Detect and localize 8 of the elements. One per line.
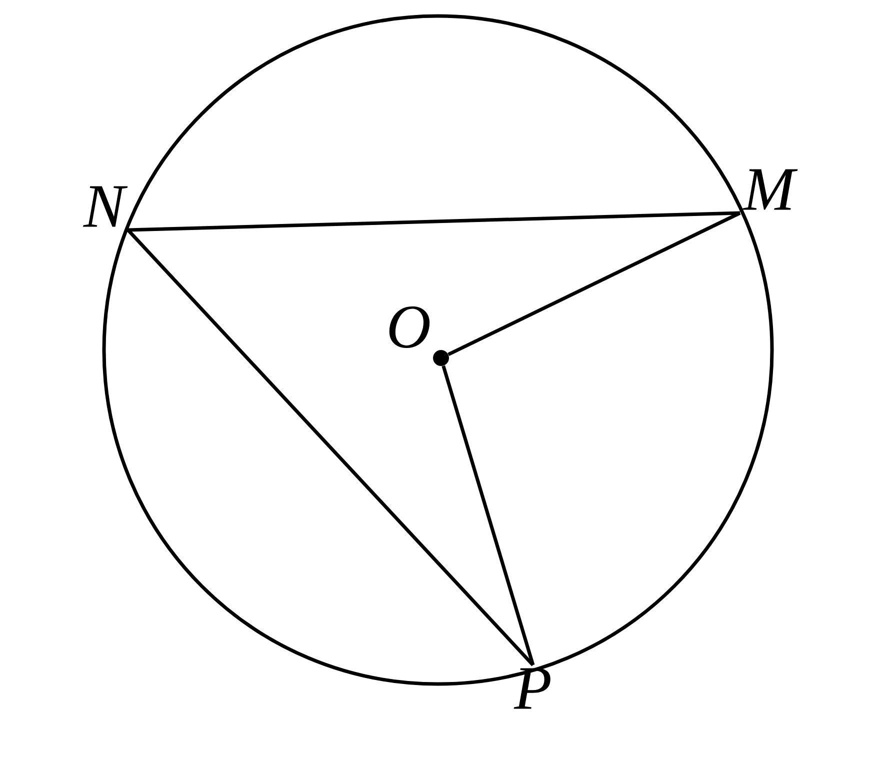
line-segment xyxy=(448,211,741,356)
point-label: N xyxy=(83,186,128,227)
point-label: O xyxy=(389,306,430,348)
point-label: M xyxy=(742,169,798,210)
line-segment xyxy=(126,228,534,666)
line-segment xyxy=(442,365,535,666)
line-segment xyxy=(128,211,740,232)
point-dot xyxy=(433,350,449,366)
